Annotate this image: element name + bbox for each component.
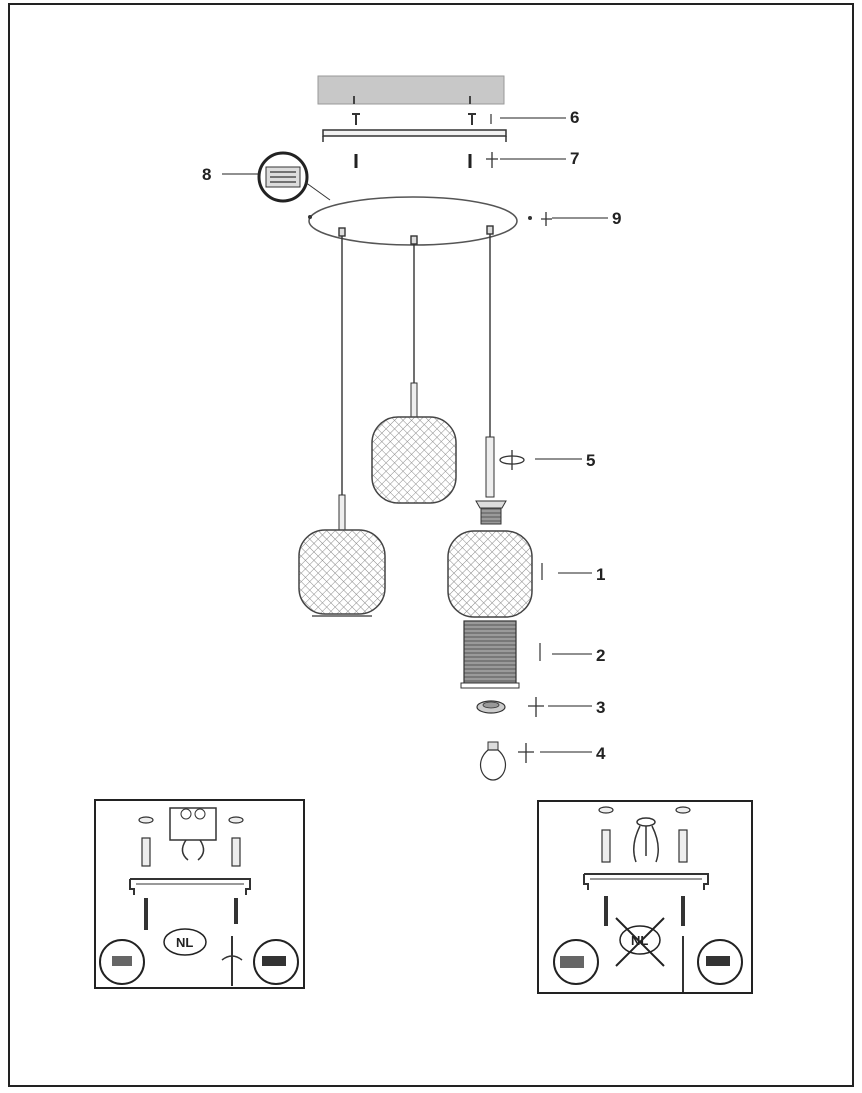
callout-4: 4 [596,744,606,763]
canopy-disc [308,196,552,246]
page-border [8,3,854,1087]
callout-7: 7 [570,149,579,168]
terminal-block-detail [257,151,331,203]
mounting-detail-left-panel: NL [94,799,305,989]
lamp-holder [475,500,507,525]
pendant-shade-middle [371,382,457,504]
callout-1: 1 [596,565,605,584]
pendant-shade-left [298,494,386,617]
callout-8: 8 [202,165,211,184]
callout-3: 3 [596,698,605,717]
screw-small-icon [486,152,498,168]
ring-nut-icon [476,697,544,717]
mounting-bracket [322,129,507,142]
light-bulb-icon [479,741,534,781]
pendant-shade-right [447,530,543,618]
callout-9: 9 [612,209,621,228]
wall-plug-icon [352,113,492,125]
callout-2: 2 [596,646,605,665]
callout-6: 6 [570,108,579,127]
suspension-cables [338,225,494,500]
callout-5: 5 [586,451,595,470]
strain-relief-icon [485,436,525,498]
nl-badge-left: NL [176,935,193,950]
mounting-detail-right-panel: NL [537,800,753,994]
inner-diffuser [460,620,541,689]
screw-icon [354,154,472,168]
ceiling-plate [317,75,505,105]
